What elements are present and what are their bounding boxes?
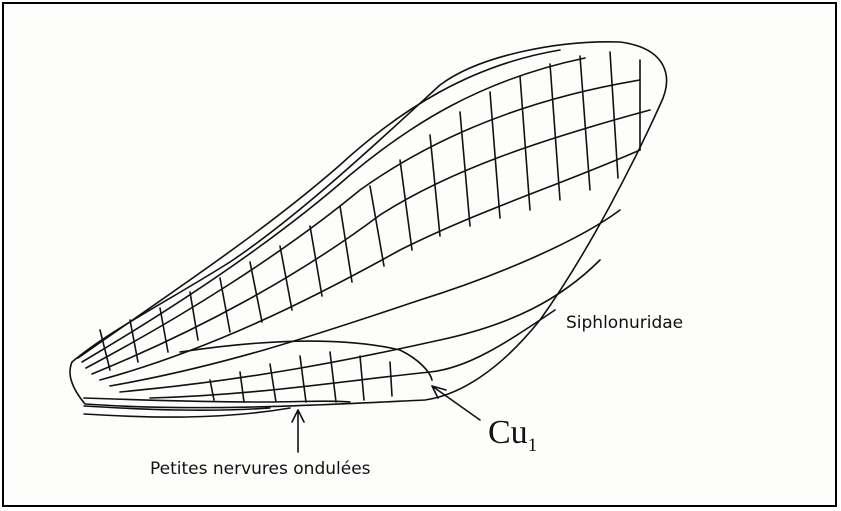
family-label: Siphlonuridae <box>566 313 683 333</box>
crossvein-note-label: Petites nervures ondulées <box>150 459 371 479</box>
cross-veins <box>100 52 640 402</box>
longitudinal-veins <box>78 50 650 417</box>
label-arrows <box>292 386 480 452</box>
cu-label-subscript: 1 <box>528 435 538 456</box>
cu-label-text: Cu <box>488 414 528 451</box>
crossvein-arrow <box>292 410 304 452</box>
cu1-label: Cu1 <box>488 414 537 457</box>
wing-outline <box>70 42 666 408</box>
